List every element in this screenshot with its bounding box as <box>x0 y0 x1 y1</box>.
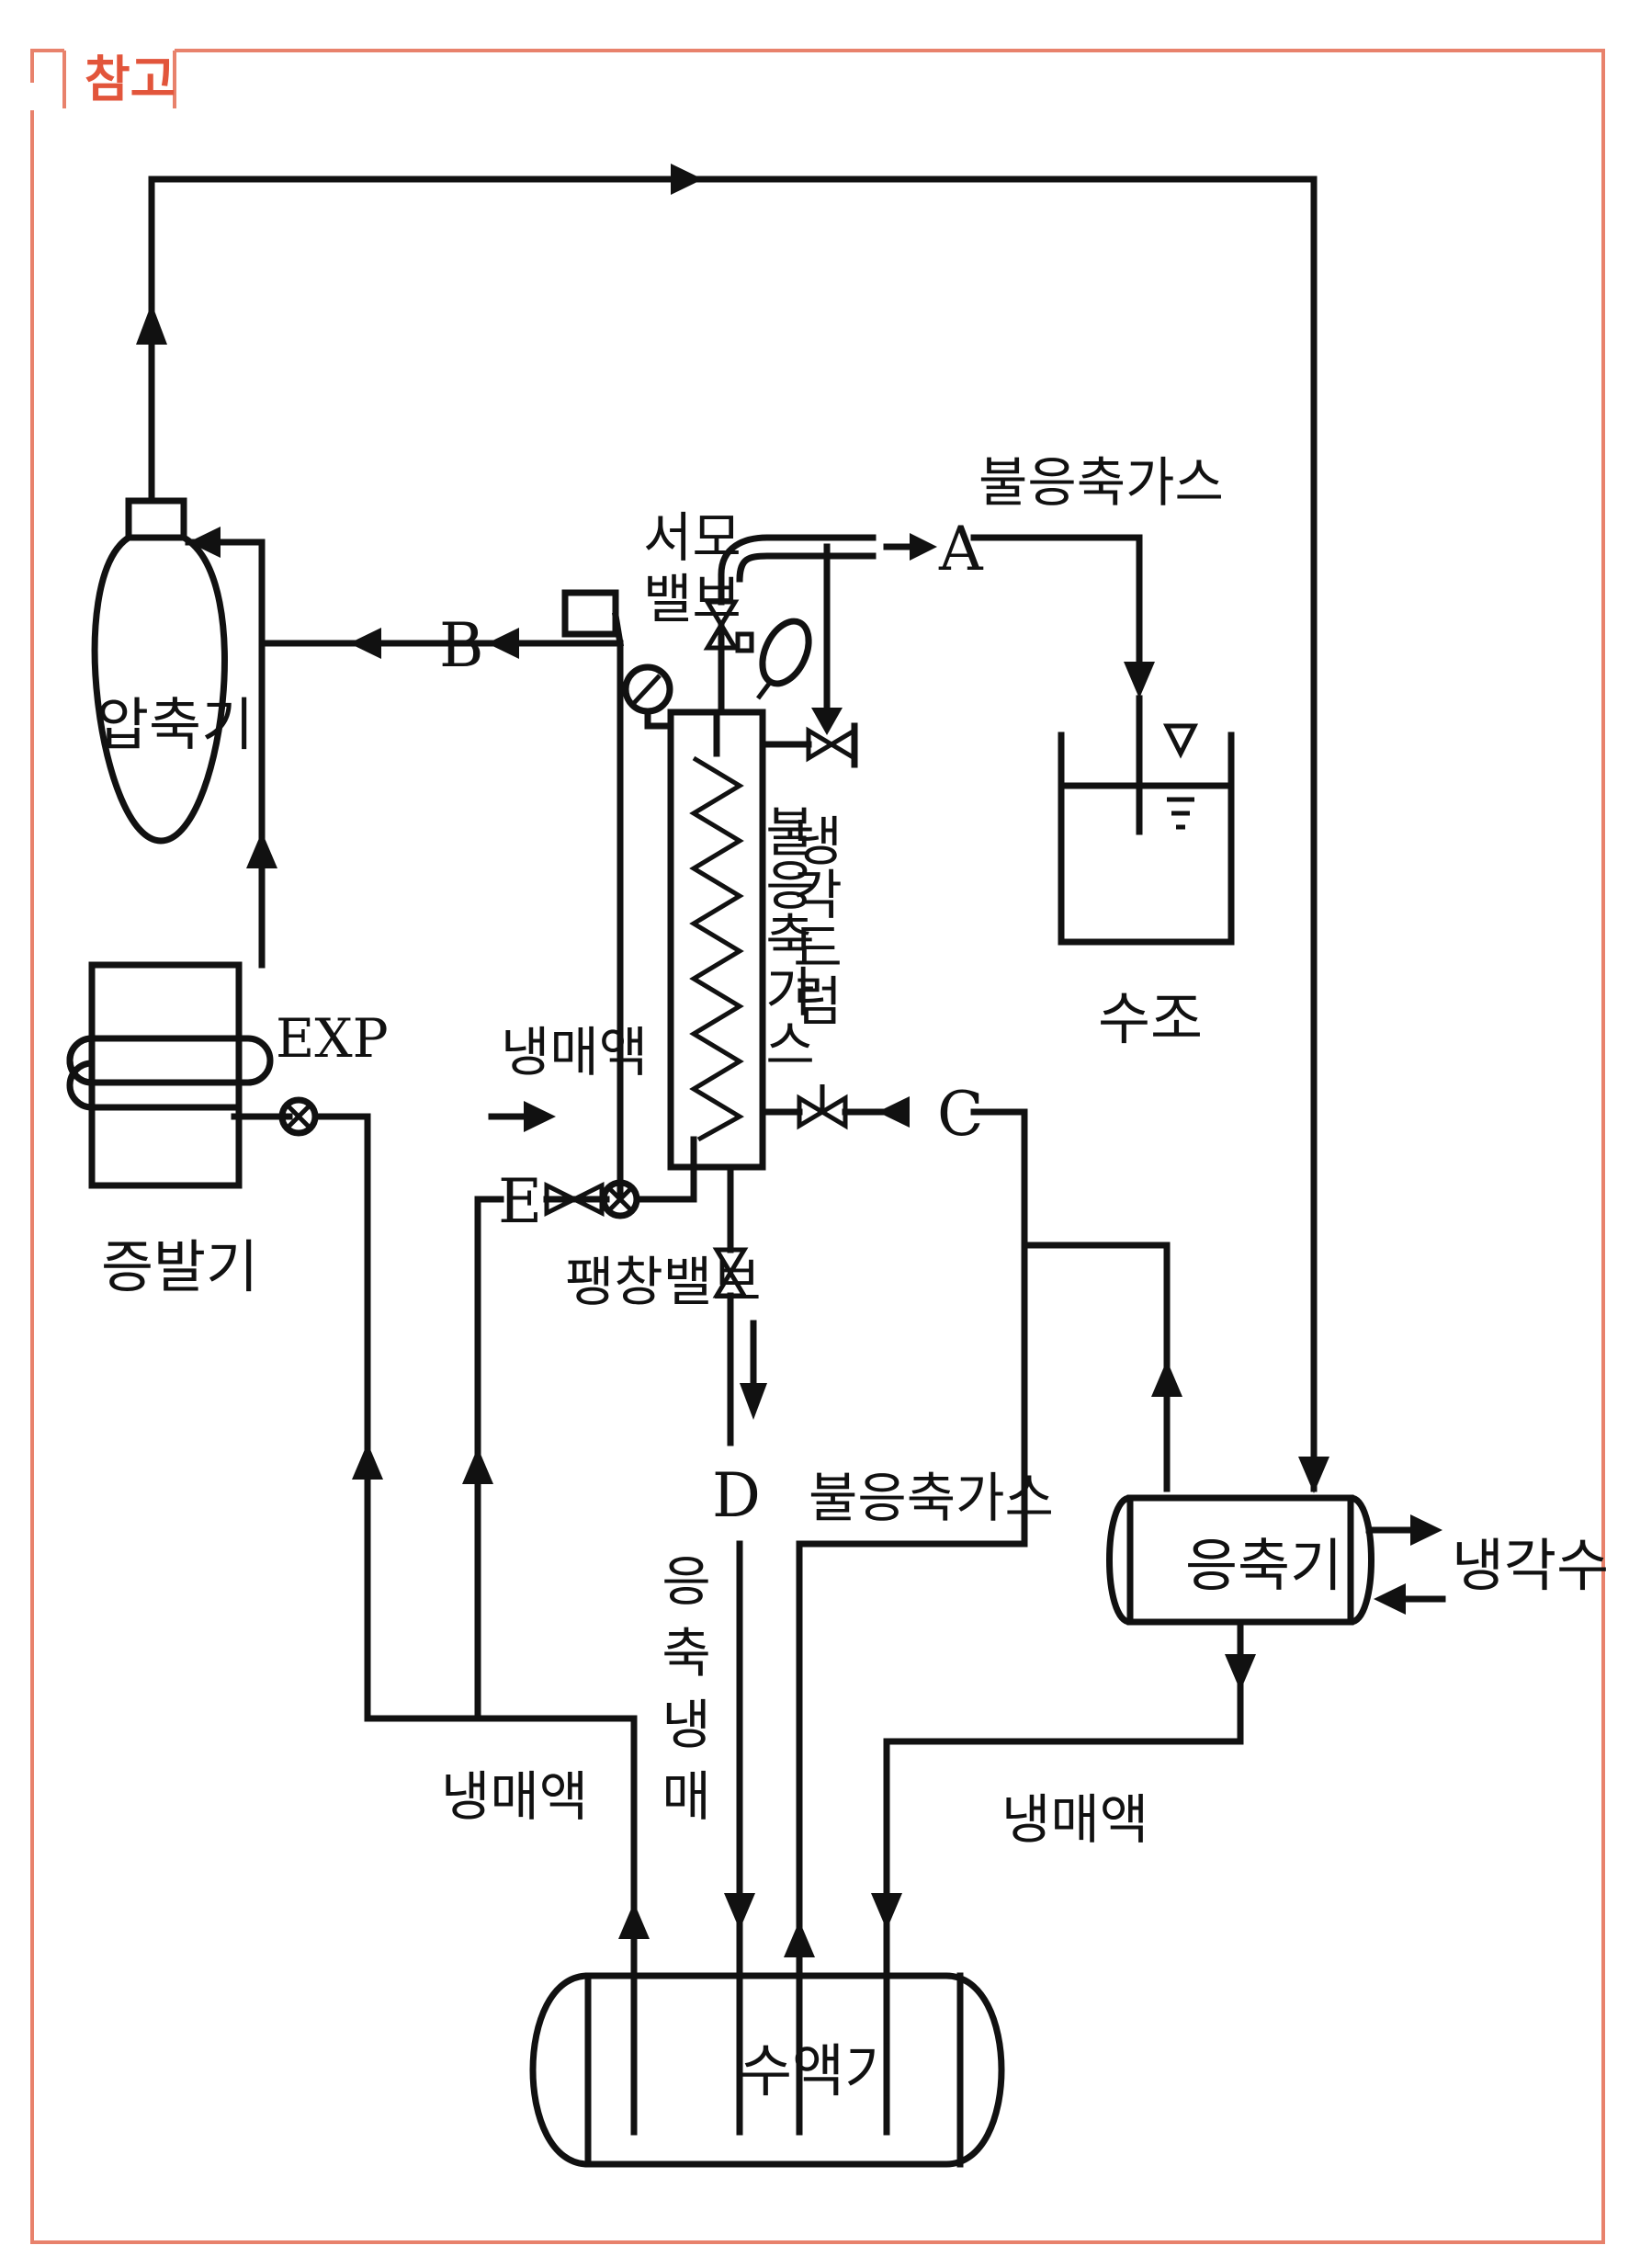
point-e-label: E <box>498 1166 542 1237</box>
point-d-label: D <box>712 1460 761 1531</box>
noncondensable-mid-label: 불응축가스 <box>809 1467 1054 1529</box>
refrigerant-top-label: 냉매액 <box>501 1021 648 1083</box>
d-line <box>712 1163 767 2136</box>
water-tank-label: 수조 <box>1098 985 1203 1052</box>
point-a-label: A <box>938 514 984 584</box>
refrigerant-right-label: 냉매액 <box>1001 1788 1148 1851</box>
drum-valve <box>759 543 858 768</box>
compressor <box>91 497 228 845</box>
water-tank <box>1058 695 1235 946</box>
suction-lines <box>185 527 624 1198</box>
refrigerant-left-label: 냉매액 <box>441 1765 588 1828</box>
condensed-refrigerant-label: 응축냉매 <box>650 1553 713 1840</box>
tag-label: 참고 <box>85 51 175 108</box>
e-line <box>462 1163 697 1722</box>
noncondensable-top-label: 불응축가스 <box>979 451 1224 514</box>
exp-label: EXP <box>276 1007 389 1070</box>
thermo-valve-label-1: 서모 <box>643 506 741 569</box>
noncond-gas-vertical-label: 불응축가스 <box>754 804 817 1071</box>
receiver <box>529 1972 1005 2168</box>
page-frame <box>30 49 1605 2244</box>
a-line <box>883 533 1155 698</box>
condenser-label: 응축기 <box>1185 1532 1342 1599</box>
thermo-valve-label-2: 밸브 <box>643 568 741 630</box>
evaporator <box>66 961 293 1189</box>
purger-vessel <box>667 709 766 1171</box>
refrigerant-flow-arrow <box>524 1101 556 1132</box>
cooling-water-label: 냉각수 <box>1452 1532 1609 1599</box>
evaporator-label: 증발기 <box>101 1233 258 1300</box>
c-line <box>759 1084 1182 2136</box>
point-c-label: C <box>937 1079 984 1150</box>
thermo-valve <box>703 534 877 716</box>
compressor-label: 압축기 <box>96 691 254 758</box>
receiver-label: 수액기 <box>740 2037 897 2104</box>
exp-valve <box>278 1096 650 2136</box>
purger-controls <box>561 589 674 730</box>
discharge-line <box>136 164 1329 1493</box>
vertical-labels-right: 냉각드럼 불응축가스 <box>754 804 844 1071</box>
condenser <box>871 1494 1446 2136</box>
point-b-label: B <box>439 610 484 681</box>
cooling-drum-label: 냉각드럼 <box>782 813 844 1026</box>
